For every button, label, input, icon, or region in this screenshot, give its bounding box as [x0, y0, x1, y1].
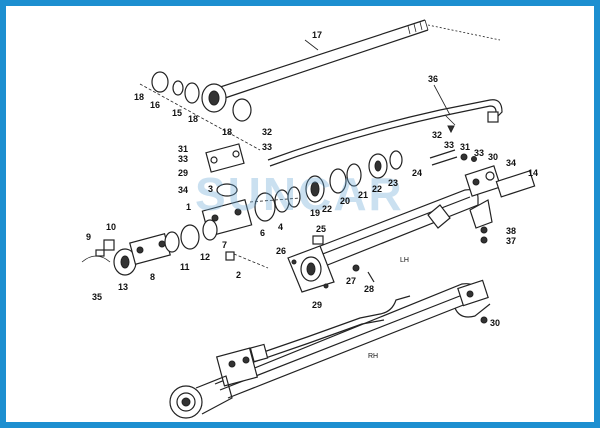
- label-2: 2: [236, 270, 241, 280]
- label-37: 37: [506, 236, 516, 246]
- label-33d: 33: [474, 148, 484, 158]
- label-29b: 29: [312, 300, 322, 310]
- label-33: 33: [178, 154, 188, 164]
- left-parts: [81, 219, 235, 276]
- cylinder-rh: [169, 279, 491, 419]
- label-12: 12: [200, 252, 210, 262]
- label-11: 11: [180, 262, 190, 272]
- label-18c: 18: [222, 127, 232, 137]
- watermark: SUNCAR: [195, 168, 404, 220]
- label-9: 9: [86, 232, 91, 242]
- label-26: 26: [276, 246, 286, 256]
- label-1: 1: [186, 202, 191, 212]
- label-35: 35: [92, 292, 102, 302]
- label-30b: 30: [490, 318, 500, 328]
- label-36: 36: [428, 74, 438, 84]
- part-number-labels: 17 36 18 16 15 18 18 32 31 33 33 29 34 3…: [86, 30, 538, 360]
- label-16: 16: [150, 100, 160, 110]
- bolts-32-33: [429, 149, 477, 166]
- label-32b: 32: [432, 130, 442, 140]
- label-rh: RH: [368, 353, 378, 360]
- label-14: 14: [528, 168, 538, 178]
- hydraulic-pipe-36: [267, 84, 503, 167]
- label-23: 23: [388, 178, 398, 188]
- label-33b: 33: [262, 142, 272, 152]
- label-17: 17: [312, 30, 322, 40]
- label-29: 29: [178, 168, 188, 178]
- label-7: 7: [222, 240, 227, 250]
- label-32: 32: [262, 127, 272, 137]
- label-34b: 34: [506, 158, 516, 168]
- label-27: 27: [346, 276, 356, 286]
- label-31b: 31: [460, 142, 470, 152]
- label-6: 6: [260, 228, 265, 238]
- label-33c: 33: [444, 140, 454, 150]
- label-10: 10: [106, 222, 116, 232]
- piston-assembly: [151, 71, 252, 122]
- cylinder-tube-lh: [309, 165, 536, 269]
- label-19: 19: [310, 208, 320, 218]
- flange-26: [287, 235, 375, 293]
- label-13: 13: [118, 282, 128, 292]
- label-24: 24: [412, 168, 422, 178]
- label-22: 22: [322, 204, 332, 214]
- label-38: 38: [506, 226, 516, 236]
- label-25: 25: [316, 224, 326, 234]
- label-3: 3: [208, 184, 213, 194]
- label-8: 8: [150, 272, 155, 282]
- gland-assembly: [201, 143, 403, 237]
- label-34: 34: [178, 185, 188, 195]
- piston-rod: [204, 19, 501, 104]
- label-18b: 18: [188, 114, 198, 124]
- label-28: 28: [364, 284, 374, 294]
- label-20: 20: [340, 196, 350, 206]
- label-22b: 22: [372, 184, 382, 194]
- label-4: 4: [278, 222, 283, 232]
- guide-lines: [139, 83, 301, 269]
- label-15: 15: [172, 108, 182, 118]
- label-21: 21: [358, 190, 368, 200]
- label-lh: LH: [400, 257, 409, 264]
- label-30: 30: [488, 152, 498, 162]
- label-31: 31: [178, 144, 188, 154]
- label-18: 18: [134, 92, 144, 102]
